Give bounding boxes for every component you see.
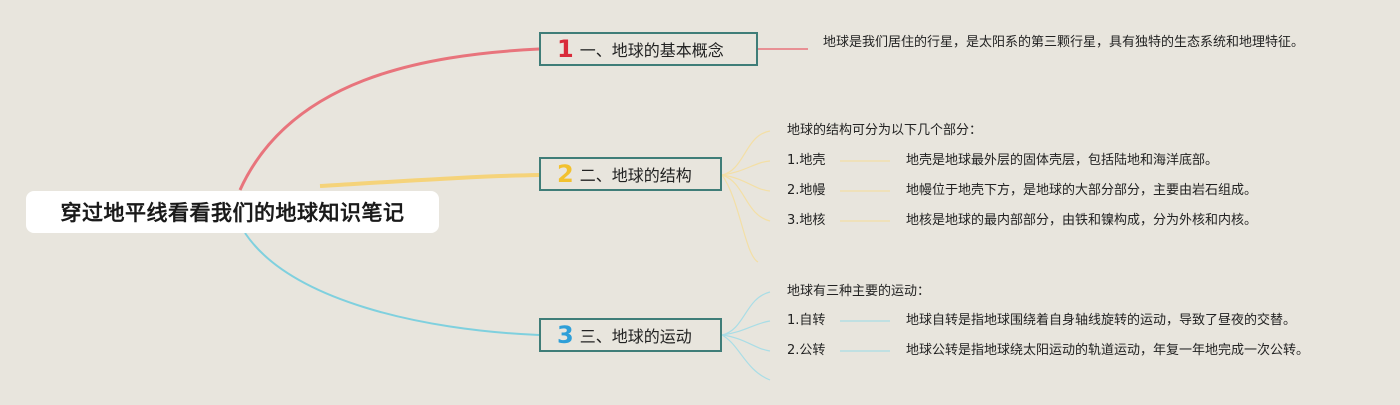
topic-3-box[interactable]: 3 三、地球的运动 xyxy=(539,318,722,352)
number-3-icon: 3 xyxy=(557,321,574,349)
structure-item-name: 1.地壳 xyxy=(787,153,826,168)
topic-2-intro: 地球的结构可分为以下几个部分： xyxy=(787,123,983,138)
structure-item-desc: 地核是地球的最内部部分，由铁和镍构成，分为外核和内核。 xyxy=(906,213,1258,228)
motion-item-desc: 地球公转是指地球绕太阳运动的轨道运动，年复一年地完成一次公转。 xyxy=(906,343,1310,358)
fan-lines-2 xyxy=(721,130,890,263)
branch-line-1 xyxy=(238,47,540,191)
topic-3-intro: 地球有三种主要的运动： xyxy=(787,284,931,299)
motion-item-name: 2.公转 xyxy=(787,343,826,358)
structure-item-desc: 地壳是地球最外层的固体壳层，包括陆地和海洋底部。 xyxy=(906,153,1219,168)
number-1-icon: 1 xyxy=(557,35,574,63)
fan-lines-3 xyxy=(721,291,890,381)
structure-item-name: 2.地幔 xyxy=(787,183,826,198)
topic-1-note: 地球是我们居住的行星，是太阳系的第三颗行星，具有独特的生态系统和地理特征。 xyxy=(823,35,1305,50)
motion-item-name: 1.自转 xyxy=(787,313,826,328)
structure-item-name: 3.地核 xyxy=(787,213,826,228)
motion-item-desc: 地球自转是指地球围绕着自身轴线旋转的运动，导致了昼夜的交替。 xyxy=(906,313,1297,328)
topic-1-label: 一、地球的基本概念 xyxy=(579,41,724,60)
number-2-icon: 2 xyxy=(557,160,574,188)
topic-2-box[interactable]: 2 二、地球的结构 xyxy=(539,157,722,191)
branch-line-3 xyxy=(244,232,540,336)
branch-line-2 xyxy=(319,173,540,188)
structure-item-desc: 地幔位于地壳下方，是地球的大部分部分，主要由岩石组成。 xyxy=(906,183,1258,198)
topic-1-box[interactable]: 1 一、地球的基本概念 xyxy=(539,32,758,66)
topic-2-label: 二、地球的结构 xyxy=(579,166,692,185)
root-title[interactable]: 穿过地平线看看我们的地球知识笔记 xyxy=(26,191,439,233)
topic-3-label: 三、地球的运动 xyxy=(579,327,692,346)
